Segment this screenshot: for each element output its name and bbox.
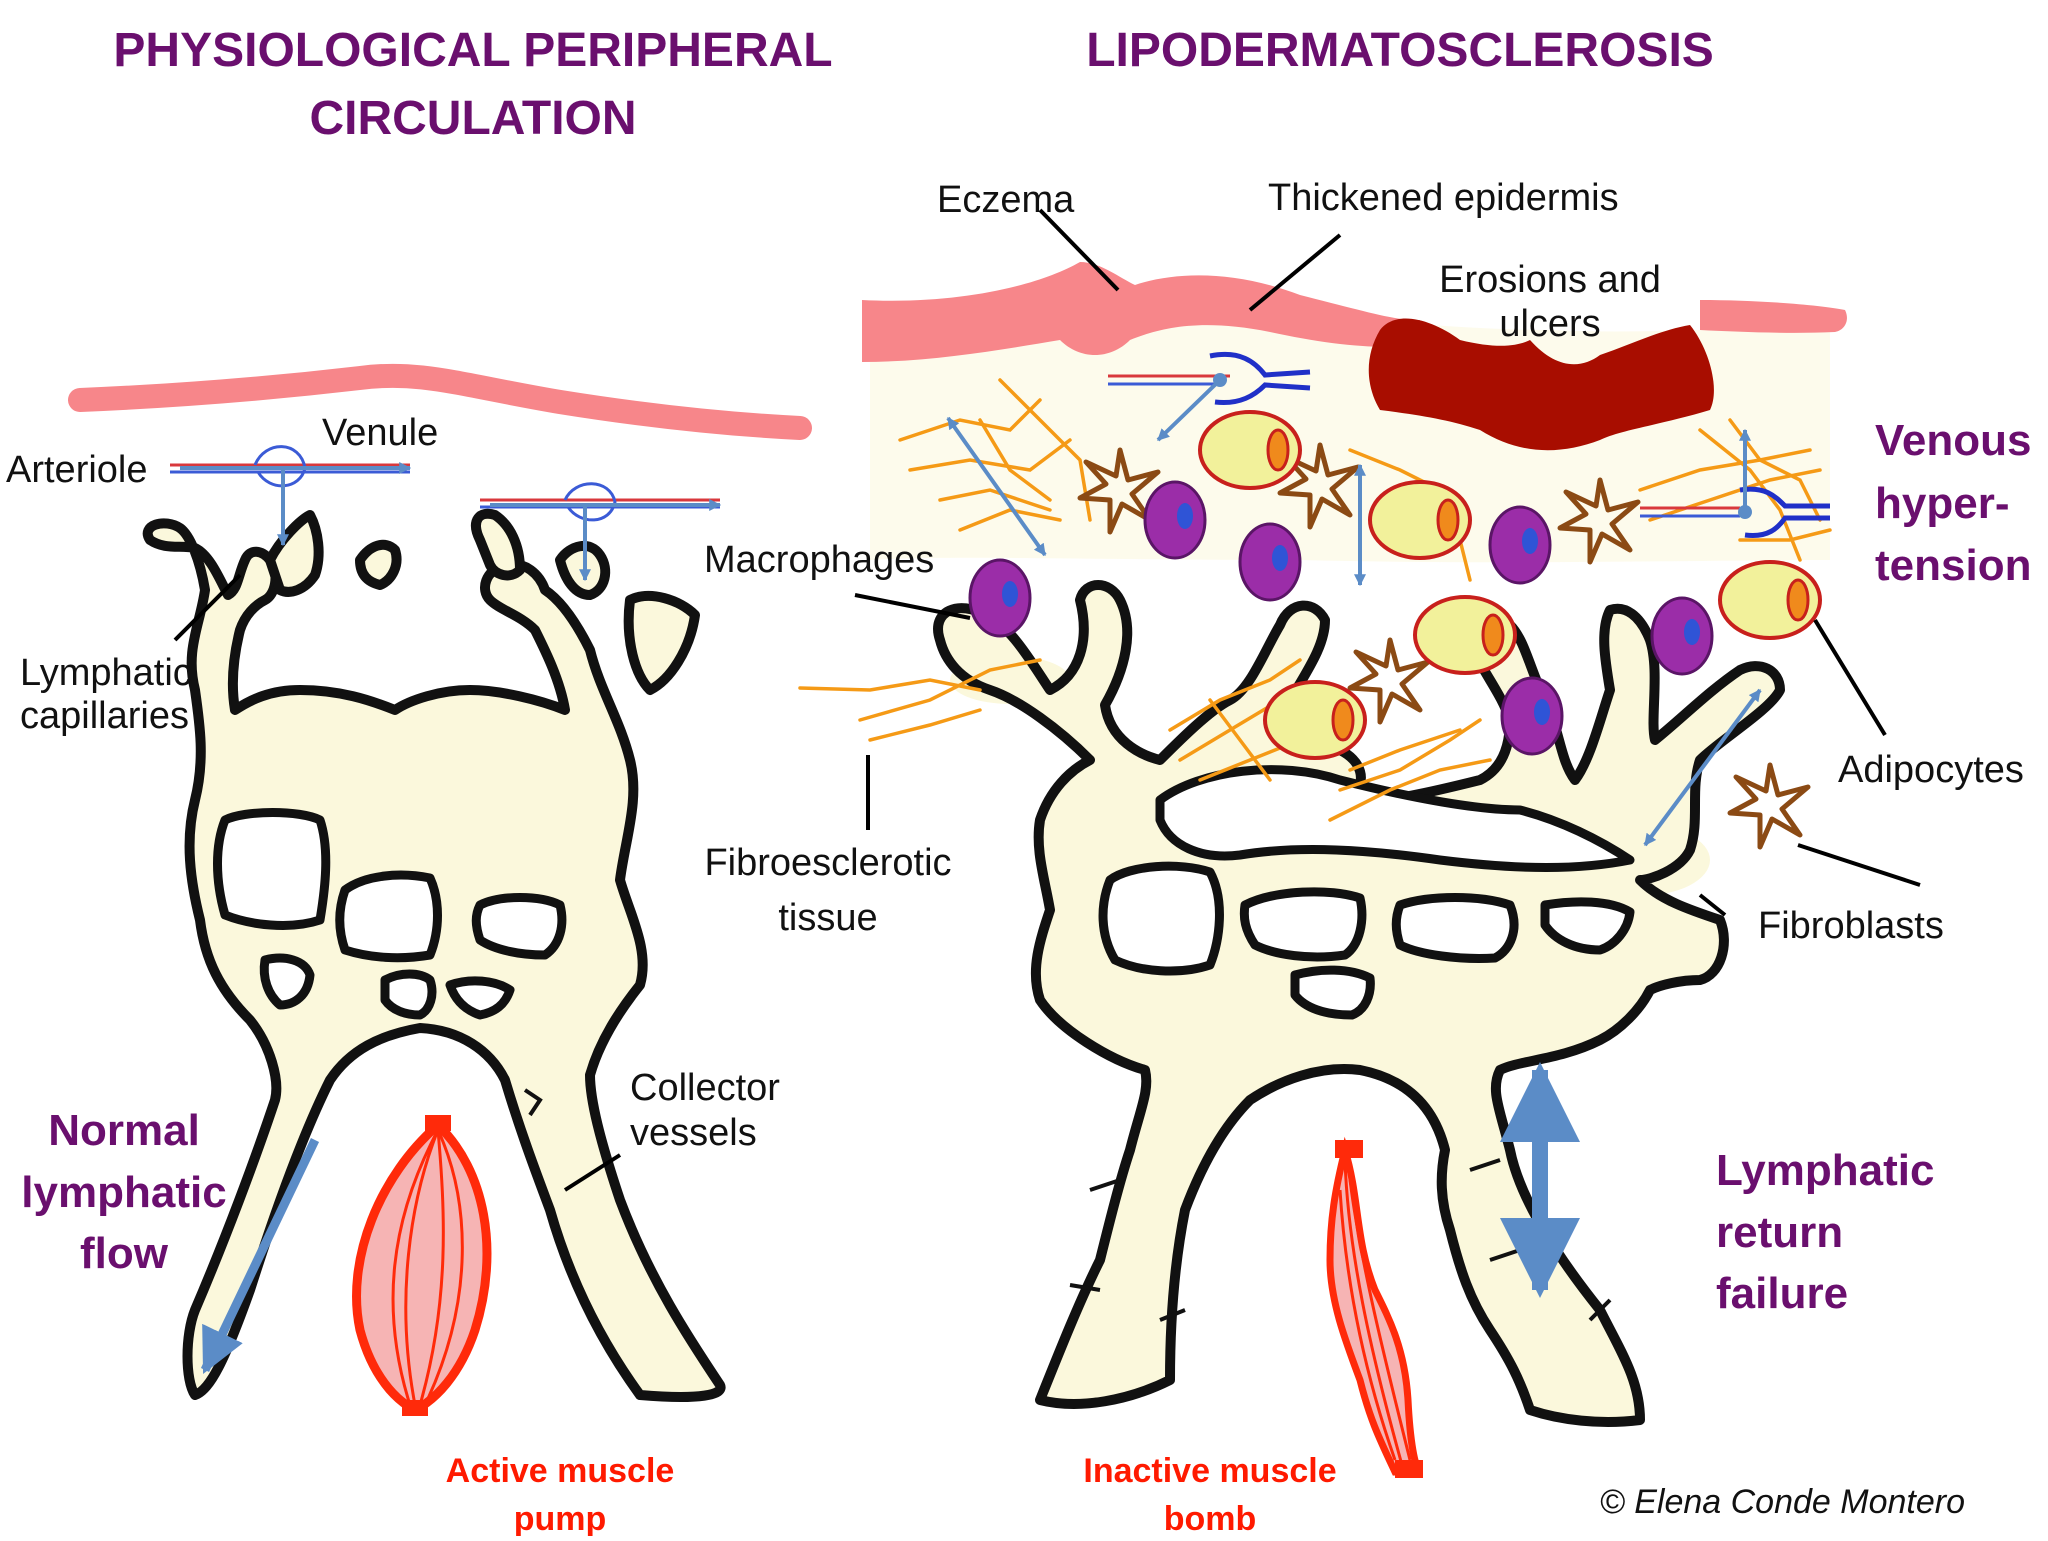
label-fibro-line1: Fibroesclerotic: [704, 842, 951, 884]
pointer-fibroblasts-2: [1698, 893, 1727, 917]
label-normal-line3: flow: [80, 1229, 169, 1278]
vessels-right: [1108, 351, 1830, 539]
label-macrophages: Macrophages: [704, 539, 934, 581]
pointer-fibroblasts: [1797, 843, 1921, 887]
lymphatic-network-left: [142, 508, 726, 1402]
label-eczema: Eczema: [937, 179, 1075, 221]
pointer-lymphatic: [173, 573, 242, 642]
skin-epidermis-left: [68, 363, 812, 440]
pointer-collector: [563, 1153, 622, 1192]
label-venule: Venule: [322, 412, 438, 454]
title-left-line2: CIRCULATION: [309, 92, 636, 145]
label-collector-line2: vessels: [630, 1112, 757, 1154]
vessels-left: [170, 445, 722, 582]
label-venous-line1: Venous: [1875, 416, 2032, 465]
label-adipocytes: Adipocytes: [1838, 749, 2024, 791]
ulcer: [1368, 318, 1714, 451]
label-return-line2: return: [1716, 1208, 1843, 1257]
label-venous-line2: hyper-: [1875, 479, 2009, 528]
inactive-muscle-bomb: [1326, 1136, 1423, 1478]
label-return-line1: Lymphatic: [1716, 1146, 1934, 1195]
exudation-arrows: [946, 416, 1762, 847]
label-active-line2: pump: [514, 1500, 607, 1536]
pointer-eczema: [1038, 208, 1120, 292]
label-return-line3: failure: [1716, 1269, 1848, 1318]
label-erosions-line1: Erosions and: [1439, 259, 1661, 301]
label-inactive-line2: bomb: [1164, 1500, 1257, 1536]
title-left-line1: PHYSIOLOGICAL PERIPHERAL: [113, 24, 832, 77]
label-active-line1: Active muscle: [446, 1452, 675, 1490]
pointer-macrophages: [854, 593, 971, 620]
label-venous-line3: tension: [1875, 541, 2031, 590]
label-normal-line2: lymphatic: [21, 1168, 226, 1217]
label-fibroblasts: Fibroblasts: [1758, 905, 1944, 947]
title-right: LIPODERMATOSCLEROSIS: [1086, 24, 1714, 77]
pointer-adipocytes: [1813, 618, 1887, 737]
label-normal-line1: Normal: [48, 1106, 200, 1155]
label-inactive-line1: Inactive muscle: [1083, 1452, 1336, 1490]
copyright-credit: © Elena Conde Montero: [1600, 1483, 1965, 1521]
label-lymphatic-line1: Lymphatic: [20, 652, 192, 694]
label-thickened: Thickened epidermis: [1268, 177, 1619, 219]
label-lymphatic-line2: capillaries: [20, 695, 189, 737]
skin-thickened-epidermis: [862, 262, 1420, 362]
label-erosions-line2: ulcers: [1499, 303, 1600, 345]
label-collector-line1: Collector: [630, 1067, 780, 1109]
pointer-thickened: [1248, 233, 1342, 312]
active-muscle-pump: [352, 1115, 492, 1416]
label-fibro-line2: tissue: [778, 897, 877, 939]
normal-flow-arrow: [200, 1138, 320, 1375]
label-arteriole: Arteriole: [6, 449, 148, 491]
